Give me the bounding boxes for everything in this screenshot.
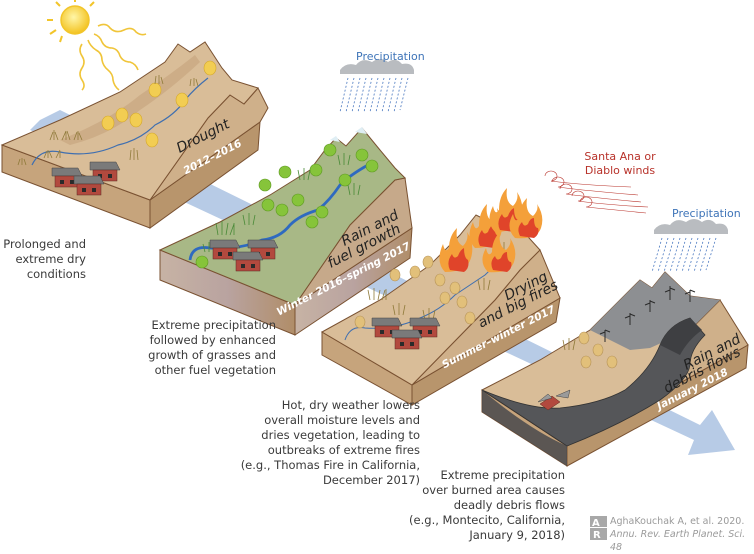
house-icon xyxy=(391,329,423,350)
annual-reviews-logo-icon: A R xyxy=(590,516,607,540)
debris-flow-block: Rain and debris flows January 2018 xyxy=(481,271,749,467)
fuel-growth-block: Rain and fuel growth Winter 2016–spring … xyxy=(158,127,413,336)
attribution-line1: AghaKouchak A, et al. 2020. xyxy=(610,516,745,527)
attribution: AghaKouchak A, et al. 2020. Annu. Rev. E… xyxy=(610,515,754,554)
big-fires-block: Drying and big fires Summer–winter 2017 xyxy=(320,188,561,406)
rain-cloud-icon xyxy=(339,59,414,113)
drought-caption: Prolonged and extreme dry conditions xyxy=(3,237,86,281)
fuel-growth-caption: Extreme precipitation followed by enhanc… xyxy=(148,318,276,377)
house-icon xyxy=(73,175,105,196)
precipitation-label-1: Precipitation xyxy=(356,50,425,63)
wind-swirl-icon xyxy=(544,170,649,214)
fire-icon xyxy=(482,232,516,273)
winds-label: Santa Ana or Diablo winds xyxy=(584,150,656,177)
destroyed-house-icon xyxy=(537,389,571,411)
rain-cloud-icon xyxy=(651,219,728,273)
house-icon xyxy=(232,251,264,272)
fire-icon xyxy=(439,228,473,272)
svg-text:R: R xyxy=(593,530,601,540)
precipitation-label-2: Precipitation xyxy=(672,207,741,220)
drought-block: Drought 2012–2016 xyxy=(0,41,269,229)
sun-icon xyxy=(47,0,147,91)
svg-text:A: A xyxy=(592,518,600,529)
house-icon xyxy=(409,317,441,338)
attribution-line2: Annu. Rev. Earth Planet. Sci. 48 xyxy=(610,529,746,553)
big-fires-caption: Hot, dry weather lowers overall moisture… xyxy=(240,398,420,487)
debris-flow-caption: Extreme precipitation over burned area c… xyxy=(409,468,565,542)
house-icon xyxy=(247,239,279,260)
fire-icon xyxy=(509,198,543,239)
